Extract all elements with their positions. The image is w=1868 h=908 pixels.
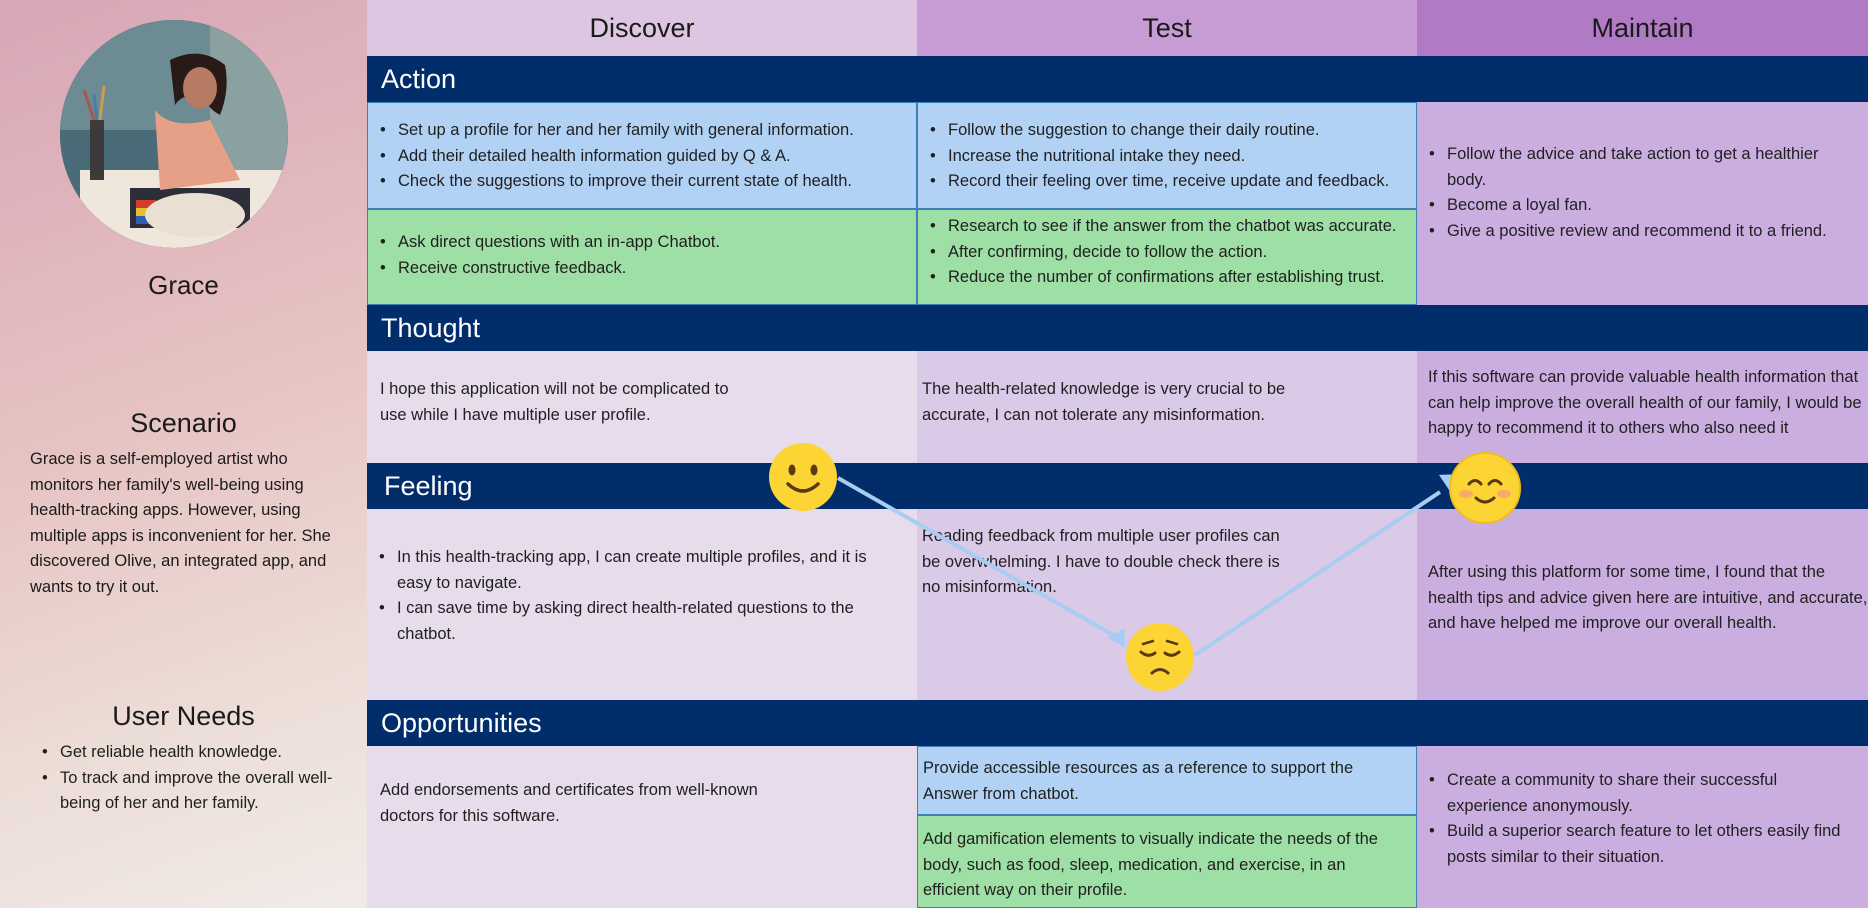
happy-face-icon — [769, 443, 837, 511]
action-maintain: Follow the advice and take action to get… — [1417, 102, 1868, 305]
list-item: Receive constructive feedback. — [368, 256, 916, 282]
feeling-discover: In this health-tracking app, I can creat… — [367, 545, 867, 647]
list-item: Check the suggestions to improve their c… — [368, 169, 916, 195]
scenario-title: Scenario — [130, 408, 237, 438]
section-bar-action: Action — [367, 56, 1868, 102]
thought-test: The health-related knowledge is very cru… — [922, 380, 1286, 424]
list-item: Become a loyal fan. — [1417, 193, 1846, 219]
list-item: Increase the nutritional intake they nee… — [918, 144, 1416, 170]
user-needs-title: User Needs — [112, 701, 255, 731]
list-item: Create a community to share their succes… — [1417, 768, 1858, 819]
list-item: Ask direct questions with an in-app Chat… — [368, 230, 916, 256]
list-item: Add their detailed health information gu… — [368, 144, 916, 170]
user-needs-list: Get reliable health knowledge. To track … — [42, 740, 352, 817]
thought-maintain: If this software can provide valuable he… — [1428, 368, 1862, 437]
feeling-test: Reading feedback from multiple user prof… — [922, 527, 1280, 596]
action-discover-top: Set up a profile for her and her family … — [367, 102, 917, 209]
section-bar-thought: Thought — [367, 305, 1868, 351]
stage-maintain: Maintain — [1417, 0, 1868, 56]
list-item: In this health-tracking app, I can creat… — [367, 545, 867, 596]
list-item: Record their feeling over time, receive … — [918, 169, 1416, 195]
list-item: Reduce the number of confirmations after… — [918, 265, 1416, 291]
action-discover-bottom: Ask direct questions with an in-app Chat… — [367, 209, 917, 305]
scenario-text: Grace is a self-employed artist who moni… — [30, 450, 331, 596]
opportunity-discover: Add endorsements and certificates from w… — [380, 781, 758, 825]
list-item: Set up a profile for her and her family … — [368, 118, 916, 144]
stage-test: Test — [917, 0, 1417, 56]
persona-avatar-illustration — [60, 20, 288, 248]
opportunity-maintain: Create a community to share their succes… — [1417, 768, 1868, 870]
action-test-bottom: Research to see if the answer from the c… — [917, 209, 1417, 305]
persona-name: Grace — [148, 270, 219, 300]
list-item: Follow the suggestion to change their da… — [918, 118, 1416, 144]
persona-panel: Grace Scenario Grace is a self-employed … — [0, 0, 367, 908]
opportunity-test-bottom: Add gamification elements to visually in… — [917, 815, 1417, 908]
sad-face-icon — [1126, 623, 1194, 691]
thought-discover: I hope this application will not be comp… — [380, 380, 729, 424]
list-item: Research to see if the answer from the c… — [918, 214, 1416, 240]
user-need-item: Get reliable health knowledge. — [42, 740, 352, 766]
list-item: Build a superior search feature to let o… — [1417, 819, 1858, 870]
list-item: After confirming, decide to follow the a… — [918, 240, 1416, 266]
section-bar-feeling: Feeling — [367, 463, 1868, 509]
list-item: Follow the advice and take action to get… — [1417, 142, 1846, 193]
user-need-item: To track and improve the overall well-be… — [42, 766, 352, 817]
persona-avatar — [60, 20, 288, 248]
feeling-maintain: After using this platform for some time,… — [1428, 563, 1868, 632]
opportunity-test-top: Provide accessible resources as a refere… — [917, 746, 1417, 815]
list-item: I can save time by asking direct health-… — [367, 596, 867, 647]
stage-discover: Discover — [367, 0, 917, 56]
list-item: Give a positive review and recommend it … — [1417, 219, 1846, 245]
section-bar-opportunities: Opportunities — [367, 700, 1868, 746]
action-test-top: Follow the suggestion to change their da… — [917, 102, 1417, 209]
smiling-face-icon — [1449, 452, 1521, 524]
